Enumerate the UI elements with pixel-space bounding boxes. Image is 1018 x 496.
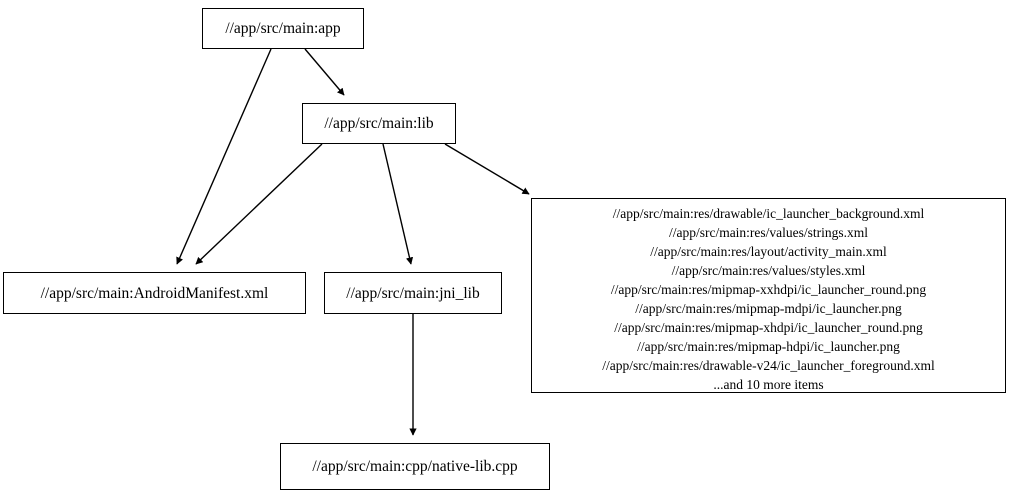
resource-line: //app/src/main:res/mipmap-xhdpi/ic_launc… [614, 320, 923, 335]
edge-lib-to-resources [444, 143, 530, 195]
resource-line: //app/src/main:res/values/styles.xml [671, 263, 866, 278]
resource-line: //app/src/main:res/drawable/ic_launcher_… [612, 206, 925, 221]
node-jni-lib[interactable]: //app/src/main:jni_lib [324, 272, 502, 314]
node-resources-list[interactable]: //app/src/main:res/drawable/ic_launcher_… [531, 198, 1006, 393]
resource-line: //app/src/main:res/values/strings.xml [668, 225, 869, 240]
resource-line: //app/src/main:res/layout/activity_main.… [650, 244, 887, 259]
node-app[interactable]: //app/src/main:app [202, 8, 364, 49]
resource-line: //app/src/main:res/mipmap-mdpi/ic_launch… [635, 301, 902, 316]
edge-lib-to-manifest [195, 143, 323, 265]
resource-line: //app/src/main:res/mipmap-xxhdpi/ic_laun… [610, 282, 927, 297]
node-native-lib-cpp[interactable]: //app/src/main:cpp/native-lib.cpp [280, 443, 550, 490]
node-lib[interactable]: //app/src/main:lib [302, 103, 456, 144]
edge-app-to-lib [304, 48, 345, 96]
resource-line: //app/src/main:res/drawable-v24/ic_launc… [602, 358, 935, 373]
resource-line: ...and 10 more items [713, 377, 824, 392]
node-android-manifest[interactable]: //app/src/main:AndroidManifest.xml [3, 272, 306, 314]
resource-line: //app/src/main:res/mipmap-hdpi/ic_launch… [637, 339, 900, 354]
edge-app-to-manifest [176, 48, 272, 265]
edge-lib-to-jni-lib [382, 143, 414, 265]
